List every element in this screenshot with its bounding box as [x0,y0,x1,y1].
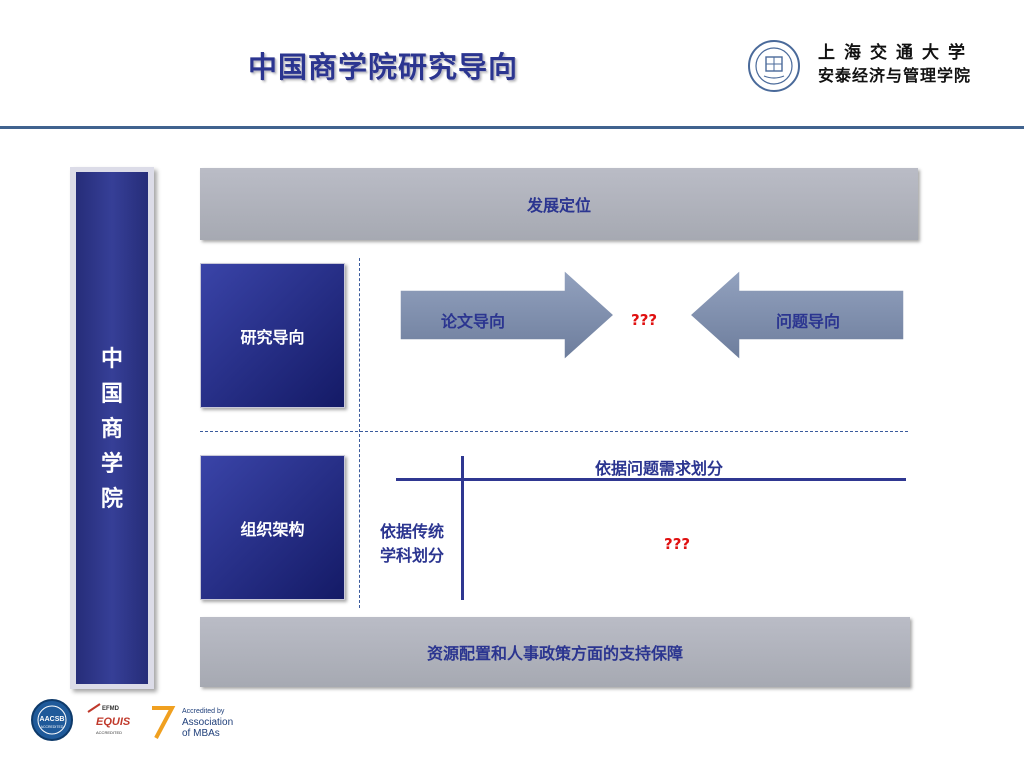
side-panel-text: 中 国 商 学 院 [76,342,148,517]
side-char: 学 [100,452,123,477]
resource-support-label: 资源配置和人事政策方面的支持保障 [426,644,683,663]
university-seal-icon [748,40,800,92]
traditional-discipline-line1: 依据传统 [380,522,445,541]
side-panel: 中 国 商 学 院 [70,167,154,689]
traditional-discipline-line2: 学科划分 [380,546,445,565]
paper-oriented-arrow-shape [399,268,616,362]
research-question-mark: ??? [631,311,658,329]
problem-demand-axis-label: 依据问题需求划分 [595,459,724,478]
organization-question-mark: ??? [664,535,691,553]
vertical-dashed-divider [359,258,360,608]
horizontal-axis-line [396,478,906,481]
side-char: 院 [100,487,123,512]
school-name-line2: 安泰经济与管理学院 [818,66,972,85]
development-positioning-label: 发展定位 [526,196,591,215]
traditional-discipline-axis-label: 依据传统 学科划分 [380,520,444,568]
school-name-line1: 上海交通大学 [818,43,974,63]
equis-logo-icon: EFMD EQUIS ACCREDITED [87,703,131,735]
aacsb-sub-text: ACCREDITED [41,725,64,729]
accreditation-logos: AACSB ACCREDITED EFMD EQUIS ACCREDITED A… [31,699,233,741]
side-char: 国 [100,382,123,407]
paper-oriented-label: 论文导向 [441,312,506,331]
research-orientation-box: 研究导向 [200,263,345,408]
page-title: 中国商学院研究导向 [248,50,519,84]
horizontal-dashed-divider [200,431,908,432]
development-positioning-bar: 发展定位 [200,168,918,240]
efmd-text: EFMD [102,706,120,712]
header-divider [0,126,1024,129]
equis-text: EQUIS [96,716,131,728]
amba-logo-icon: Accredited by Association of MBAs [152,706,233,739]
opposing-arrows [399,268,905,362]
organization-structure-label: 组织架构 [240,519,305,539]
aacsb-logo-icon: AACSB ACCREDITED [31,699,73,741]
side-char: 商 [100,417,123,442]
amba-line3: of MBAs [182,728,220,739]
amba-line2: Association [182,717,233,728]
amba-line1: Accredited by [182,708,225,715]
problem-oriented-label: 问题导向 [776,312,841,331]
problem-oriented-arrow-shape [688,268,905,362]
equis-sub-text: ACCREDITED [96,730,122,735]
vertical-axis-line [461,456,464,600]
side-panel-inner: 中 国 商 学 院 [76,172,148,684]
resource-support-bar: 资源配置和人事政策方面的支持保障 [200,617,910,687]
organization-structure-box: 组织架构 [200,455,345,600]
side-char: 中 [100,347,123,372]
aacsb-text: AACSB [40,716,65,723]
research-orientation-label: 研究导向 [240,327,305,347]
